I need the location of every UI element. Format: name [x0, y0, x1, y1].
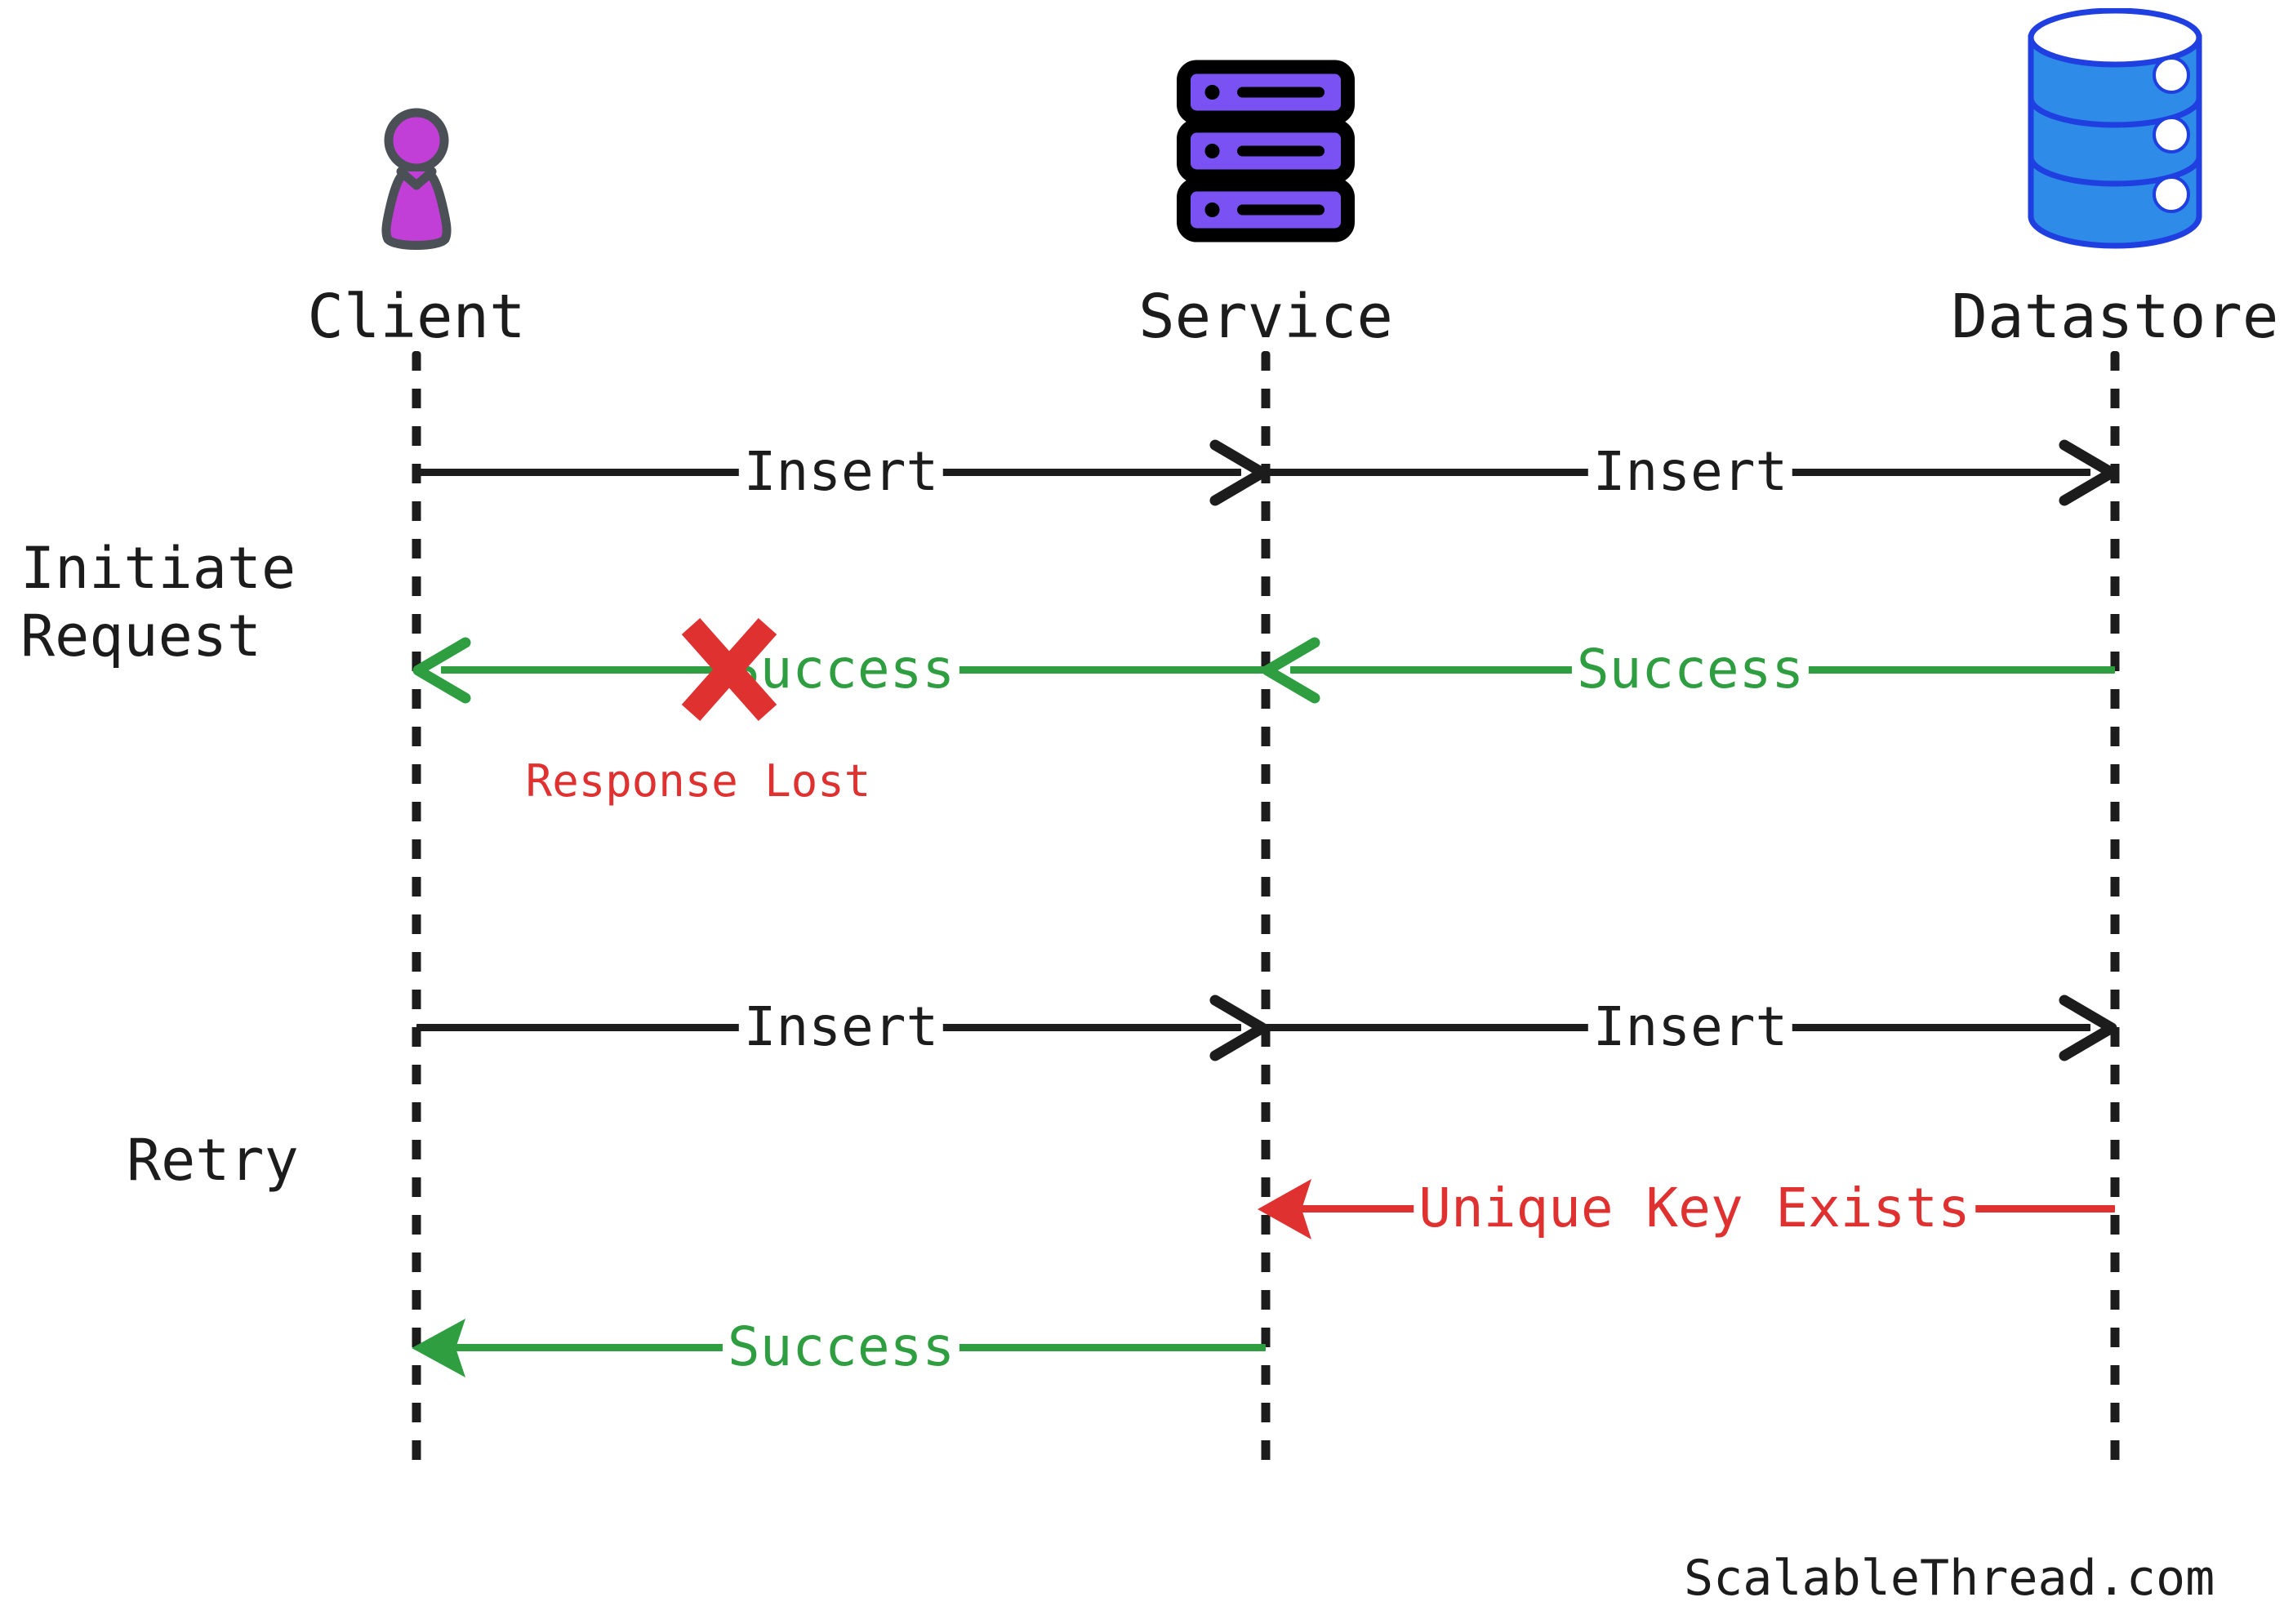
server-icon: [1174, 57, 1358, 248]
message-label-insert-3: Insert: [738, 1000, 944, 1054]
message-label-success-2: Success: [722, 643, 960, 696]
arrowhead-right-insert-4: [2059, 994, 2117, 1061]
arrowhead-right-insert-3: [1209, 994, 1268, 1061]
participant-label-datastore: Datastore: [1951, 282, 2279, 352]
message-label-insert-2: Insert: [1587, 445, 1793, 499]
message-label-unique-key-exists: Unique Key Exists: [1414, 1181, 1975, 1235]
lifeline-datastore: [2110, 351, 2120, 1478]
arrowhead-right-insert-2: [2059, 439, 2117, 506]
arrowhead-left-success-2: [412, 637, 471, 704]
lifeline-service: [1261, 351, 1271, 1478]
database-icon: [2013, 7, 2217, 256]
arrowhead-left-unique-key-exists: [1258, 1179, 1311, 1239]
arrowhead-right-insert-1: [1209, 439, 1268, 506]
message-label-success-3: Success: [722, 1320, 960, 1374]
annotation-response-lost: Response Lost: [525, 755, 871, 807]
arrowhead-left-success-3: [412, 1319, 465, 1377]
lifeline-client: [412, 351, 421, 1478]
user-icon: [363, 106, 470, 260]
message-label-insert-1: Insert: [738, 445, 944, 499]
participant-label-client: Client: [307, 282, 526, 352]
watermark-scalablethread: ScalableThread.com: [1684, 1550, 2215, 1607]
phase-label-retry: Retry: [127, 1127, 299, 1194]
arrowhead-left-success-1: [1262, 637, 1320, 704]
phase-label-initiate: Initiate Request: [20, 535, 296, 670]
message-label-success-1: Success: [1571, 643, 1810, 696]
failure-x-icon: [681, 618, 777, 721]
message-label-insert-4: Insert: [1587, 1000, 1793, 1054]
participant-label-service: Service: [1138, 282, 1393, 352]
